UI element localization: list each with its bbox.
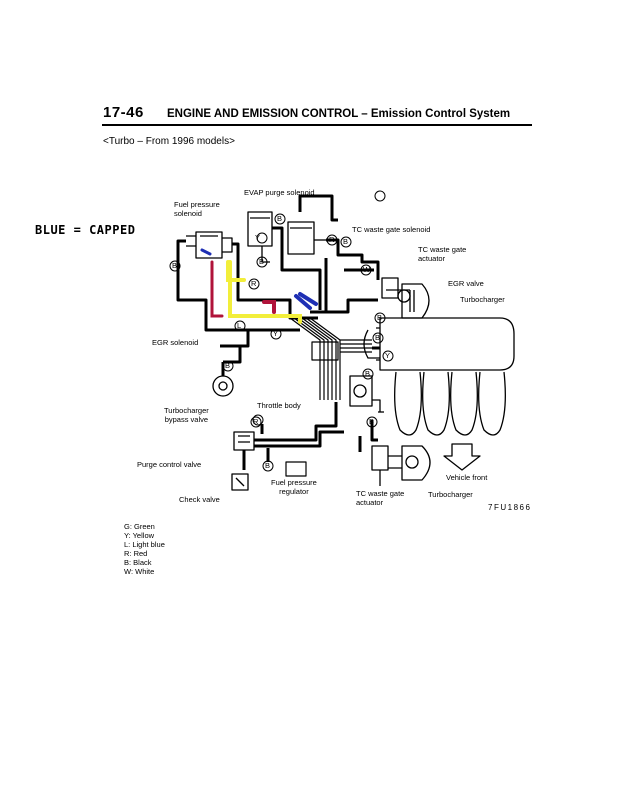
- label-egr-solenoid: EGR solenoid: [152, 338, 199, 347]
- turbocharger-bottom-shape: [388, 445, 431, 481]
- hose-code-b-4: B: [377, 313, 383, 322]
- color-legend: G: Green Y: Yellow L: Light blue R: Red …: [124, 522, 165, 576]
- hose-code-b: [169, 190, 386, 472]
- vehicle-front-arrow: [443, 443, 481, 471]
- label-turbocharger-bottom: Turbocharger: [428, 490, 473, 499]
- purge-control-valve-shape: [233, 431, 255, 470]
- hose-code-b-2: B: [277, 214, 283, 223]
- label-turbocharger-bypass-valve: Turbocharger bypass valve: [164, 406, 209, 424]
- intake-runners-shape: [394, 371, 506, 436]
- hose-code-y: Y: [255, 233, 261, 242]
- hose-code-b-3: B: [343, 237, 349, 246]
- page-title: ENGINE AND EMISSION CONTROL – Emission C…: [167, 108, 511, 120]
- hose-code-b-10: B: [365, 369, 371, 378]
- intake-plenum-shape: [363, 317, 515, 371]
- red-hose: [210, 260, 224, 318]
- red-hose-2: [262, 300, 276, 314]
- egr-valve-shape: [381, 277, 411, 303]
- label-tc-waste-gate-actuator-bottom: TC waste gate actuator: [356, 489, 405, 507]
- legend-item: L: Light blue: [124, 540, 165, 549]
- throttle-body-shape: [349, 375, 384, 413]
- label-egr-valve: EGR valve: [448, 279, 484, 288]
- hose-code-b-6: B: [225, 361, 231, 370]
- legend-item: R: Red: [124, 549, 148, 558]
- label-vehicle-front: Vehicle front: [446, 473, 488, 482]
- tc-waste-gate-actuator-bottom-shape: [371, 445, 389, 486]
- label-fuel-pressure-regulator: Fuel pressure regulator: [271, 478, 317, 496]
- yellow-hose: [228, 260, 302, 324]
- hose-code-other: [234, 232, 394, 428]
- fuel-pressure-regulator-shape: [285, 461, 307, 477]
- hose-code-b-7: B: [259, 257, 265, 266]
- page-number: 17-46: [103, 104, 144, 121]
- label-purge-control-valve: Purge control valve: [137, 460, 202, 469]
- hose-code-r: R: [251, 279, 257, 288]
- hose-code-y-3: Y: [385, 351, 391, 360]
- page-subtitle: <Turbo – From 1996 models>: [103, 136, 235, 147]
- hose-code-b-1: B: [172, 261, 178, 270]
- blue-hose-2: [298, 292, 318, 306]
- legend-item: G: Green: [124, 522, 155, 531]
- legend-item: B: Black: [124, 558, 152, 567]
- figure-code: 7FU1866: [488, 503, 532, 512]
- legend-item: W: White: [124, 567, 155, 576]
- hose-code-r-2: R: [253, 417, 259, 426]
- label-check-valve: Check valve: [179, 495, 220, 504]
- label-evap-purge-solenoid: EVAP purge solenoid: [244, 188, 315, 197]
- hose-code-w: W: [363, 265, 371, 274]
- blue-hose: [294, 294, 312, 310]
- hose-code-l: L: [237, 321, 242, 330]
- check-valve-shape: [231, 473, 249, 491]
- title-rule: [102, 124, 532, 126]
- legend-item: Y: Yellow: [124, 531, 155, 540]
- label-fuel-pressure-solenoid: Fuel pressure solenoid: [174, 200, 220, 218]
- label-tc-waste-gate-actuator-top: TC waste gate actuator: [418, 245, 467, 263]
- hose-code-b-5: B: [375, 333, 381, 342]
- hose-code-y-2: Y: [273, 329, 279, 338]
- label-turbocharger-top: Turbocharger: [460, 295, 505, 304]
- yellow-hose-2: [226, 260, 246, 282]
- handwritten-note: BLUE = CAPPED: [35, 223, 136, 237]
- label-tc-waste-gate-solenoid: TC waste gate solenoid: [352, 225, 431, 234]
- hose-code-b-8: B: [265, 461, 271, 470]
- tc-waste-gate-solenoid-shape: [287, 221, 326, 255]
- label-throttle-body: Throttle body: [257, 401, 301, 410]
- hose-code-b-9: B: [369, 417, 375, 426]
- hose-code-r-3: R: [329, 235, 335, 244]
- blue-hose-3: [200, 248, 212, 256]
